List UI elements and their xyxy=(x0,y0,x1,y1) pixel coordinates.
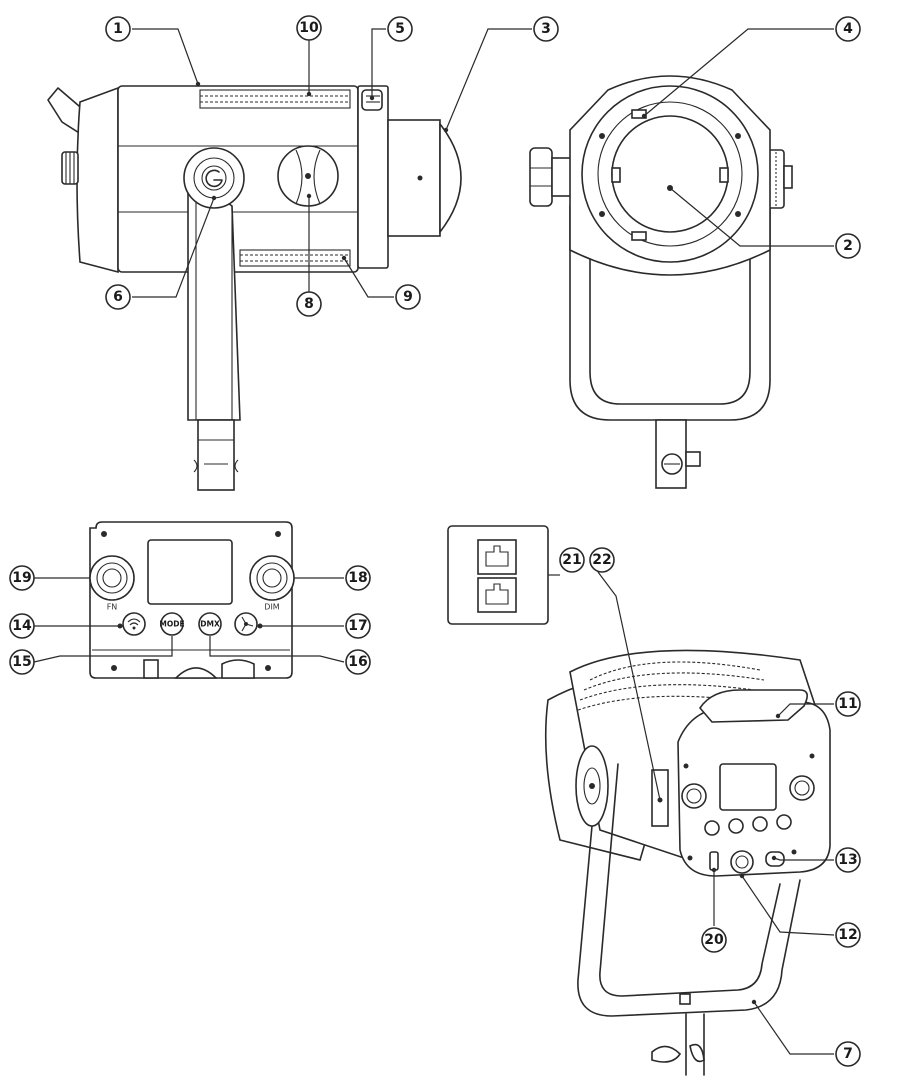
callout-8: 8 xyxy=(296,291,322,317)
svg-text:DMX: DMX xyxy=(200,620,220,629)
svg-text:20: 20 xyxy=(704,932,724,948)
svg-text:18: 18 xyxy=(348,570,367,586)
callout-6: 6 xyxy=(105,284,131,310)
callout-21: 21 xyxy=(559,547,585,573)
svg-text:7: 7 xyxy=(843,1046,853,1062)
front-side-knob-left[interactable] xyxy=(529,147,573,207)
svg-text:19: 19 xyxy=(12,570,31,586)
callout-16: 16 xyxy=(345,649,371,675)
fn-label: FN xyxy=(107,603,118,612)
callout-17: 17 xyxy=(345,613,371,639)
ethernet-port-upper xyxy=(477,539,517,575)
side-view xyxy=(47,85,462,491)
svg-text:1: 1 xyxy=(113,21,123,37)
rear-fn-knob[interactable] xyxy=(681,783,707,809)
svg-text:6: 6 xyxy=(113,289,123,305)
svg-text:13: 13 xyxy=(838,852,857,868)
fn-knob[interactable] xyxy=(89,555,135,601)
svg-text:5: 5 xyxy=(395,21,405,37)
callout-12: 12 xyxy=(835,922,861,948)
wifi-button[interactable] xyxy=(122,612,146,636)
callout-11: 11 xyxy=(835,691,861,717)
callout-3: 3 xyxy=(533,16,559,42)
svg-text:16: 16 xyxy=(348,654,367,670)
svg-text:11: 11 xyxy=(838,696,857,712)
dim-label: DIM xyxy=(264,603,280,612)
svg-text:15: 15 xyxy=(12,654,31,670)
callout-lines xyxy=(33,28,835,1055)
callout-9: 9 xyxy=(395,284,421,310)
callout-13: 13 xyxy=(835,847,861,873)
callout-2: 2 xyxy=(835,233,861,259)
bottom-vent-grille xyxy=(239,249,351,267)
power-connector xyxy=(730,850,754,874)
callout-19: 19 xyxy=(9,565,35,591)
callout-14: 14 xyxy=(9,613,35,639)
callout-7: 7 xyxy=(835,1041,861,1067)
callout-1: 1 xyxy=(105,16,131,42)
tilt-lock-knob[interactable] xyxy=(183,147,245,209)
callout-5: 5 xyxy=(387,16,413,42)
svg-text:14: 14 xyxy=(12,618,32,634)
callout-4: 4 xyxy=(835,16,861,42)
svg-text:2: 2 xyxy=(843,238,853,254)
control-panel-view: FN DIM MODE DMX xyxy=(89,521,295,679)
front-view xyxy=(529,75,793,489)
svg-text:21: 21 xyxy=(562,552,581,568)
callout-22: 22 xyxy=(589,547,615,573)
callout-10: 10 xyxy=(296,15,322,41)
svg-text:9: 9 xyxy=(403,289,413,305)
callout-badges: 1 2 3 4 5 6 7 8 9 10 11 12 13 14 15 16 1… xyxy=(9,15,861,1067)
network-port-inset xyxy=(447,525,549,625)
callout-15: 15 xyxy=(9,649,35,675)
svg-text:4: 4 xyxy=(843,21,853,37)
callout-18: 18 xyxy=(345,565,371,591)
callout-20: 20 xyxy=(701,927,727,953)
top-vent-grille xyxy=(199,89,351,109)
svg-text:12: 12 xyxy=(838,927,857,943)
rear-view xyxy=(544,649,831,1076)
svg-text:10: 10 xyxy=(299,20,319,36)
ethernet-port-lower xyxy=(477,577,517,613)
svg-text:17: 17 xyxy=(348,618,367,634)
svg-text:MODE: MODE xyxy=(159,620,184,629)
mode-button[interactable]: MODE xyxy=(159,612,185,636)
svg-text:3: 3 xyxy=(541,21,551,37)
lcd-display xyxy=(147,539,233,605)
svg-text:22: 22 xyxy=(592,552,611,568)
fan-button[interactable] xyxy=(234,612,258,636)
rear-dim-knob[interactable] xyxy=(789,775,815,801)
dmx-button[interactable]: DMX xyxy=(198,612,222,636)
yoke-knob[interactable] xyxy=(277,145,339,207)
dim-knob[interactable] xyxy=(249,555,295,601)
svg-text:8: 8 xyxy=(304,296,314,312)
